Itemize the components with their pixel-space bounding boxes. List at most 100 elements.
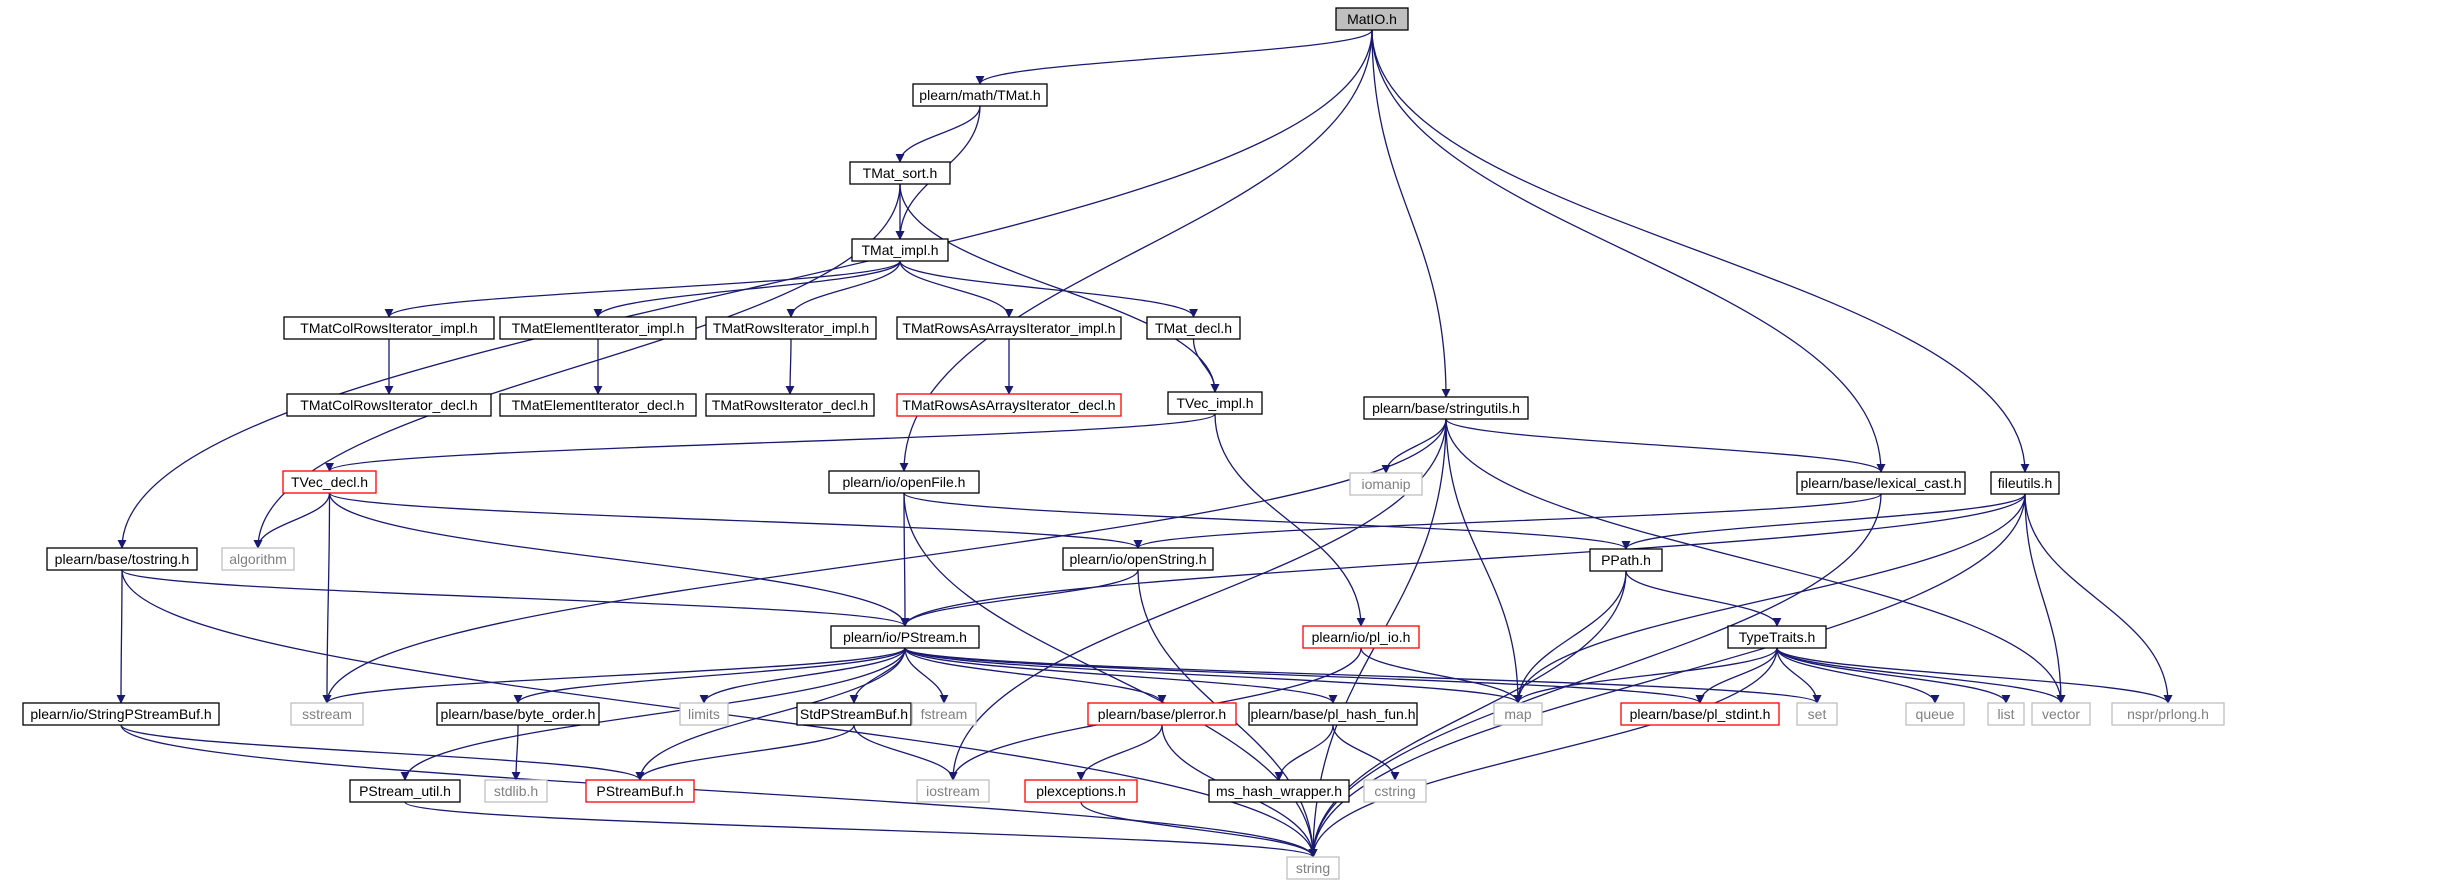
- node-label: plearn/base/lexical_cast.h: [1800, 475, 1961, 491]
- node-label: vector: [2042, 706, 2080, 722]
- node-stdlib[interactable]: stdlib.h: [484, 779, 548, 803]
- file-nodes: MatIO.h plearn/math/TMat.hTMat_sort.hTMat…: [22, 7, 2225, 880]
- node-box: [2111, 702, 2225, 726]
- edge-matio-to-fileutils: [1371, 29, 2030, 473]
- node-pl-stdint[interactable]: plearn/base/pl_stdint.h: [1620, 702, 1780, 726]
- node-box: [499, 393, 697, 417]
- edge-ppath-to-string: [1308, 570, 1627, 858]
- node-plerror[interactable]: plearn/base/plerror.h: [1087, 702, 1237, 726]
- node-pstream[interactable]: plearn/io/PStream.h: [830, 625, 980, 649]
- node-sstream[interactable]: sstream: [290, 702, 364, 726]
- node-tmat-decl[interactable]: TMat_decl.h: [1146, 316, 1241, 340]
- node-string[interactable]: string: [1286, 856, 1340, 880]
- node-label: plearn/base/plerror.h: [1098, 706, 1226, 722]
- node-iomanip[interactable]: iomanip: [1349, 472, 1423, 496]
- node-stringpsbuf[interactable]: plearn/io/StringPStreamBuf.h: [22, 702, 220, 726]
- node-stdpsbuf[interactable]: StdPStreamBuf.h: [796, 702, 912, 726]
- node-stringutils[interactable]: plearn/base/stringutils.h: [1363, 396, 1529, 420]
- node-box: [1620, 702, 1780, 726]
- node-plexceptions[interactable]: plexceptions.h: [1024, 779, 1138, 803]
- node-ppath[interactable]: PPath.h: [1589, 548, 1663, 572]
- node-label: TMatRowsAsArraysIterator_decl.h: [902, 397, 1115, 413]
- node-box: [705, 316, 877, 340]
- node-tostring[interactable]: plearn/base/tostring.h: [46, 547, 198, 571]
- edge-tmat-decl-to-tvec-impl: [1192, 338, 1220, 393]
- node-box: [1087, 702, 1237, 726]
- node-algorithm[interactable]: algorithm: [221, 547, 295, 571]
- node-cstring[interactable]: cstring: [1363, 779, 1427, 803]
- node-elem-impl[interactable]: TMatElementIterator_impl.h: [499, 316, 697, 340]
- node-colrows-impl[interactable]: TMatColRowsIterator_impl.h: [283, 316, 495, 340]
- node-rowsarr-decl[interactable]: TMatRowsAsArraysIterator_decl.h: [896, 393, 1122, 417]
- node-label: TMatRowsIterator_impl.h: [713, 320, 869, 336]
- edge-tvec-impl-to-tvec-decl: [325, 413, 1216, 472]
- node-label: TMat_decl.h: [1155, 320, 1232, 336]
- node-label: stdlib.h: [494, 783, 538, 799]
- node-label: nspr/prlong.h: [2127, 706, 2209, 722]
- node-limits[interactable]: limits: [679, 702, 729, 726]
- node-colrows-decl[interactable]: TMatColRowsIterator_decl.h: [286, 393, 492, 417]
- node-queue[interactable]: queue: [1905, 702, 1965, 726]
- node-typetraits[interactable]: TypeTraits.h: [1727, 625, 1827, 649]
- node-box: [1208, 779, 1350, 803]
- node-label: TMatColRowsIterator_impl.h: [300, 320, 477, 336]
- node-ms-hash[interactable]: ms_hash_wrapper.h: [1208, 779, 1350, 803]
- node-iostream[interactable]: iostream: [916, 779, 990, 803]
- edge-pstream-to-plerror: [904, 647, 1167, 704]
- node-label: algorithm: [229, 551, 287, 567]
- edge-stringutils-to-map: [1445, 418, 1523, 704]
- node-box: [1727, 625, 1827, 649]
- edge-fileutils-to-pstream: [900, 493, 2026, 627]
- node-lexical-cast[interactable]: plearn/base/lexical_cast.h: [1796, 471, 1966, 495]
- node-byte-order[interactable]: plearn/base/byte_order.h: [436, 702, 600, 726]
- node-pstream-util[interactable]: PStream_util.h: [349, 779, 461, 803]
- node-tvec-impl[interactable]: TVec_impl.h: [1167, 391, 1263, 415]
- edge-pstream-to-psbuf: [635, 647, 906, 781]
- edge-openstring-to-pstream: [900, 569, 1139, 627]
- edge-stringpsbuf-to-psbuf: [120, 724, 645, 781]
- edge-pstream-to-map: [904, 647, 1523, 704]
- node-pl-io[interactable]: plearn/io/pl_io.h: [1302, 625, 1420, 649]
- node-label: TMatRowsAsArraysIterator_impl.h: [902, 320, 1115, 336]
- node-tmat-sort[interactable]: TMat_sort.h: [849, 161, 951, 185]
- node-label: TMatColRowsIterator_decl.h: [300, 397, 477, 413]
- node-tmat[interactable]: plearn/math/TMat.h: [912, 83, 1048, 107]
- node-rowsarr-impl[interactable]: TMatRowsAsArraysIterator_impl.h: [896, 316, 1122, 340]
- node-fileutils[interactable]: fileutils.h: [1990, 471, 2060, 495]
- edge-stdpsbuf-to-iostream: [853, 724, 958, 781]
- node-box: [2031, 702, 2091, 726]
- edge-stringutils-to-sstream: [322, 418, 1447, 704]
- node-tmat-impl[interactable]: TMat_impl.h: [851, 238, 949, 262]
- node-set[interactable]: set: [1796, 702, 1838, 726]
- node-tvec-decl[interactable]: TVec_decl.h: [282, 470, 377, 494]
- node-box: [1248, 702, 1418, 726]
- node-box: [830, 625, 980, 649]
- edge-plexceptions-to-string: [1080, 801, 1318, 858]
- node-fstream[interactable]: fstream: [911, 702, 977, 726]
- node-map[interactable]: map: [1493, 702, 1543, 726]
- node-rows-impl[interactable]: TMatRowsIterator_impl.h: [705, 316, 877, 340]
- node-box: [1905, 702, 1965, 726]
- edge-typetraits-to-map: [1513, 647, 1778, 704]
- node-label: plearn/io/StringPStreamBuf.h: [30, 706, 211, 722]
- edge-pl-io-to-map: [1360, 647, 1523, 704]
- node-openfile[interactable]: plearn/io/openFile.h: [828, 470, 980, 494]
- node-box: [436, 702, 600, 726]
- node-vector[interactable]: vector: [2031, 702, 2091, 726]
- node-openstring[interactable]: plearn/io/openString.h: [1062, 547, 1214, 571]
- node-box: [1349, 472, 1423, 496]
- node-box: [1990, 471, 2060, 495]
- node-list[interactable]: list: [1987, 702, 2025, 726]
- node-elem-decl[interactable]: TMatElementIterator_decl.h: [499, 393, 697, 417]
- node-box: [896, 393, 1122, 417]
- node-rows-decl[interactable]: TMatRowsIterator_decl.h: [705, 393, 875, 417]
- node-psbuf[interactable]: PStreamBuf.h: [585, 779, 695, 803]
- node-pl-hash-fun[interactable]: plearn/base/pl_hash_fun.h: [1248, 702, 1418, 726]
- node-label: limits: [688, 706, 720, 722]
- node-box: [1987, 702, 2025, 726]
- node-label: plearn/math/TMat.h: [919, 87, 1040, 103]
- node-prlong[interactable]: nspr/prlong.h: [2111, 702, 2225, 726]
- node-box: [349, 779, 461, 803]
- edge-typetraits-to-string: [1308, 647, 1778, 858]
- node-matio[interactable]: MatIO.h: [1335, 7, 1409, 31]
